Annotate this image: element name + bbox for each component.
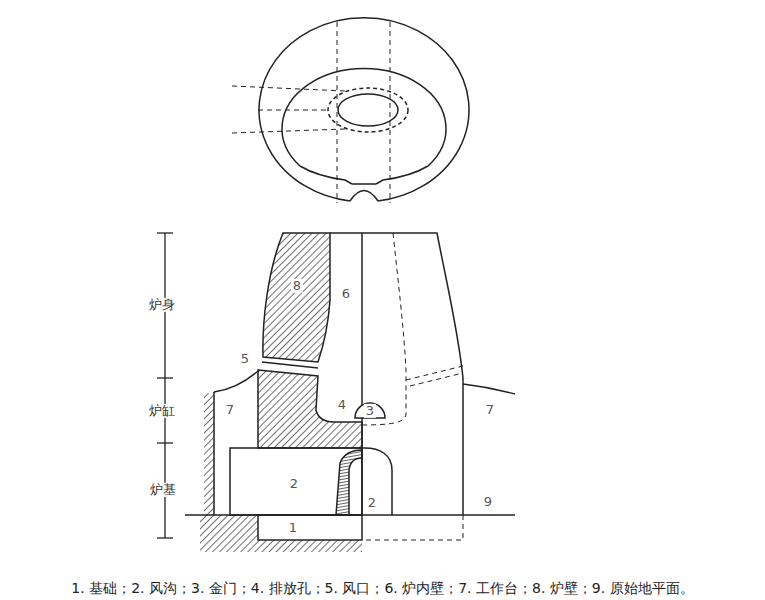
drawing-path: [362, 515, 463, 540]
callout-number: 4: [336, 398, 348, 412]
drawing-path: [362, 448, 392, 515]
drawing-path: [204, 392, 214, 515]
drawing-path: [200, 515, 362, 552]
section-label: 炉缸: [147, 404, 177, 418]
drawing-path: [258, 370, 362, 448]
drawing-path: [232, 129, 345, 133]
figure-caption: 1. 基础；2. 风沟；3. 金门；4. 排放孔；5. 风口；6. 炉内壁；7.…: [0, 580, 765, 598]
drawing-path: [362, 233, 406, 425]
drawing-path: [410, 373, 463, 386]
drawing-path: [157, 442, 173, 443]
section-label: 炉基: [148, 483, 178, 497]
drawing-path: [157, 377, 173, 378]
drawing-path: [282, 68, 446, 166]
drawing-path: [262, 362, 318, 368]
drawing-path: [406, 366, 463, 380]
callout-number: 3: [364, 404, 376, 418]
callout-number: 9: [482, 495, 494, 509]
drawing-path: [258, 110, 328, 111]
drawing-path: [330, 233, 463, 515]
drawing-ellipse: [338, 94, 398, 126]
plan-view: [232, 18, 469, 203]
drawing-path: [263, 233, 330, 362]
drawing-path: [232, 86, 345, 91]
callout-number: 5: [239, 352, 251, 366]
drawing-path: [214, 371, 258, 392]
callout-number: 2: [366, 496, 378, 510]
drawing-path: [376, 166, 428, 184]
section-label: 炉身: [147, 298, 177, 312]
drawing-rect: [230, 448, 362, 515]
drawing-path: [157, 537, 173, 538]
drawing-path: [390, 22, 391, 203]
drawing-path: [337, 22, 338, 203]
drawing-path: [350, 191, 378, 202]
drawing-path: [355, 403, 385, 418]
callout-number: 1: [287, 521, 299, 535]
drawing-path: [259, 18, 469, 201]
drawing-path: [300, 166, 352, 184]
drawing-path: [185, 514, 515, 516]
callout-number: 7: [224, 403, 236, 417]
callout-number: 7: [484, 403, 496, 417]
callout-number: 2: [288, 477, 300, 491]
drawing-path: [336, 450, 362, 515]
callout-number: 8: [291, 279, 303, 293]
section-view: [185, 233, 515, 552]
drawing-path: [361, 233, 363, 515]
drawing-path: [463, 384, 515, 394]
drawing-path: [213, 392, 215, 515]
drawing-path: [157, 232, 173, 233]
callout-number: 6: [340, 287, 352, 301]
drawing-rect: [258, 515, 362, 540]
drawing-ellipse: [328, 88, 408, 132]
drawing-path: [352, 183, 376, 185]
